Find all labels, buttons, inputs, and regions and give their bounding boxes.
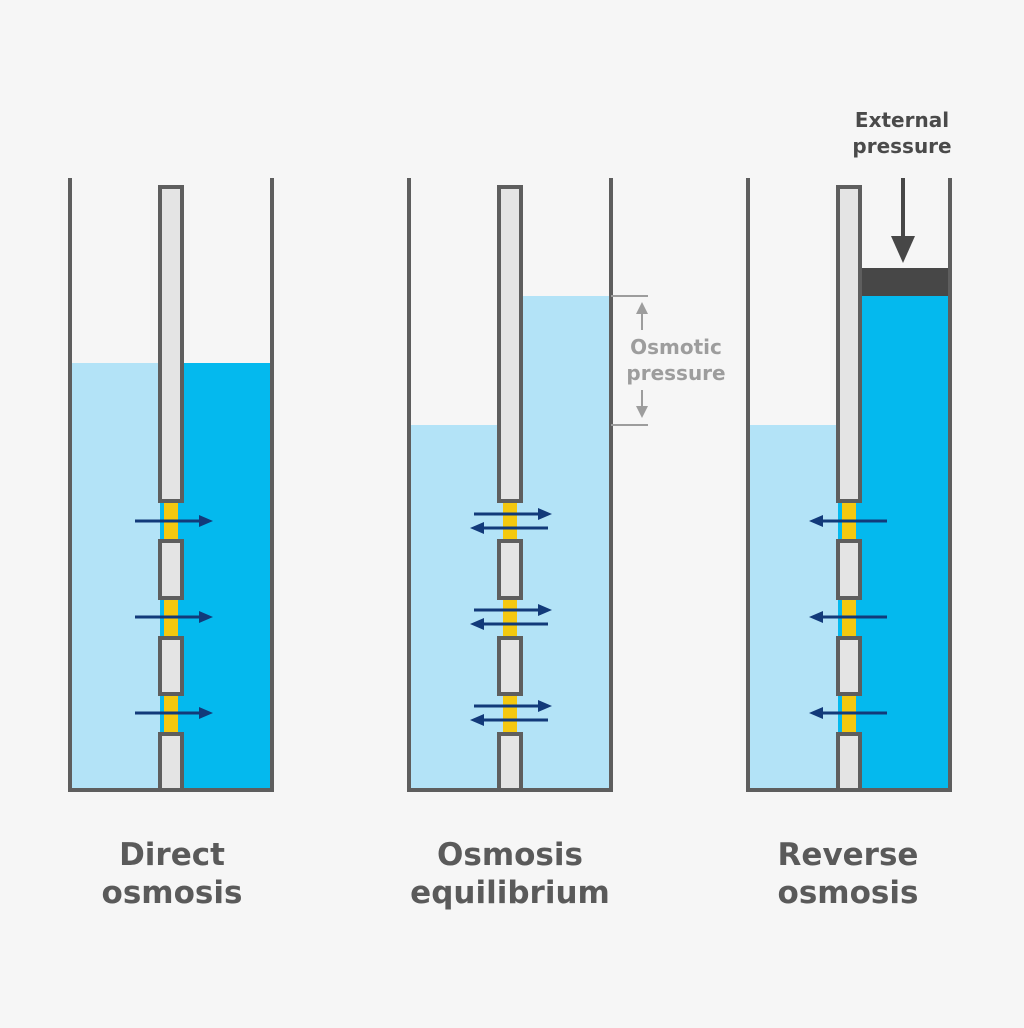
membrane-segment (836, 185, 862, 503)
flow-arrow-left-head (470, 522, 484, 534)
flow-arrow-left-head (470, 618, 484, 630)
flow-arrow-right-head (538, 508, 552, 520)
caption-line: Reverse (777, 837, 919, 873)
caption-osmosis-equilibrium: Osmosis equilibrium (370, 836, 650, 912)
membrane-segment (497, 539, 523, 600)
external-pressure-label: External pressure (832, 107, 972, 159)
membrane-pore (503, 598, 517, 638)
membrane-segment (158, 185, 184, 503)
caption-line: osmosis (101, 875, 243, 911)
label-line: External (854, 108, 950, 132)
membrane-segment (836, 732, 862, 792)
flow-arrow-right-head (538, 604, 552, 616)
flow-arrow-right-head (538, 700, 552, 712)
flow-arrow-right-head (199, 707, 213, 719)
dimension-arrow-up-head (636, 302, 648, 314)
membrane-pore (503, 694, 517, 734)
piston (860, 268, 950, 296)
flow-arrow-left-head (809, 611, 823, 623)
caption-line: osmosis (777, 875, 919, 911)
membrane-segment (158, 636, 184, 696)
flow-arrow-left-head (809, 707, 823, 719)
dimension-arrow-down-head (636, 406, 648, 418)
caption-reverse-osmosis: Reverse osmosis (708, 836, 988, 912)
left-water (409, 425, 499, 790)
left-water (748, 425, 838, 790)
label-line: Osmotic (630, 335, 722, 359)
left-water (70, 363, 160, 790)
membrane-segment (158, 732, 184, 792)
external-pressure-arrow-head (891, 236, 915, 263)
flow-arrow-left-head (809, 515, 823, 527)
membrane-segment (158, 539, 184, 600)
membrane-segment (836, 636, 862, 696)
flow-arrow-left-head (470, 714, 484, 726)
flow-arrow-right-head (199, 611, 213, 623)
caption-line: Osmosis (437, 837, 583, 873)
caption-line: equilibrium (410, 875, 610, 911)
flow-arrow-right-head (199, 515, 213, 527)
label-line: pressure (852, 134, 952, 158)
caption-line: Direct (119, 837, 225, 873)
membrane-segment (497, 636, 523, 696)
osmotic-pressure-label: Osmotic pressure (606, 334, 746, 386)
membrane-pore (503, 501, 517, 541)
membrane-segment (497, 732, 523, 792)
membrane-segment (497, 185, 523, 503)
membrane-segment (836, 539, 862, 600)
caption-direct-osmosis: Direct osmosis (32, 836, 312, 912)
label-line: pressure (626, 361, 726, 385)
